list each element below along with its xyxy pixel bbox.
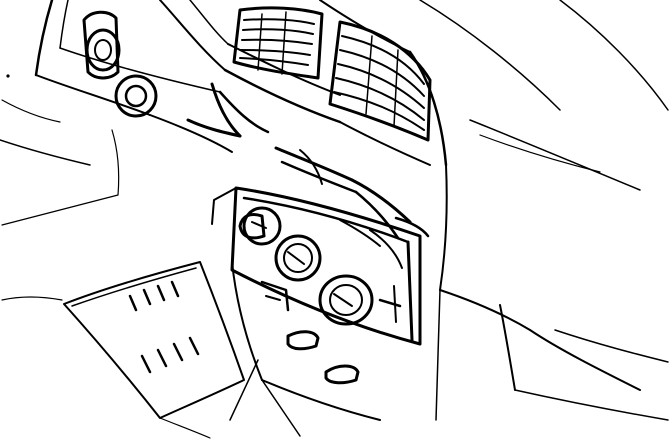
air-vent-left — [232, 6, 324, 80]
air-vent-right — [328, 20, 432, 142]
wiring-harness — [186, 82, 430, 269]
center-console — [229, 261, 441, 437]
floor-mat — [1, 261, 245, 439]
control-knob-center — [274, 234, 322, 282]
control-knob-left — [242, 206, 282, 246]
control-knob-right — [318, 274, 374, 326]
control-panel-housing — [211, 186, 422, 346]
light-switch-knob — [82, 10, 158, 118]
ink-dot — [6, 74, 10, 78]
